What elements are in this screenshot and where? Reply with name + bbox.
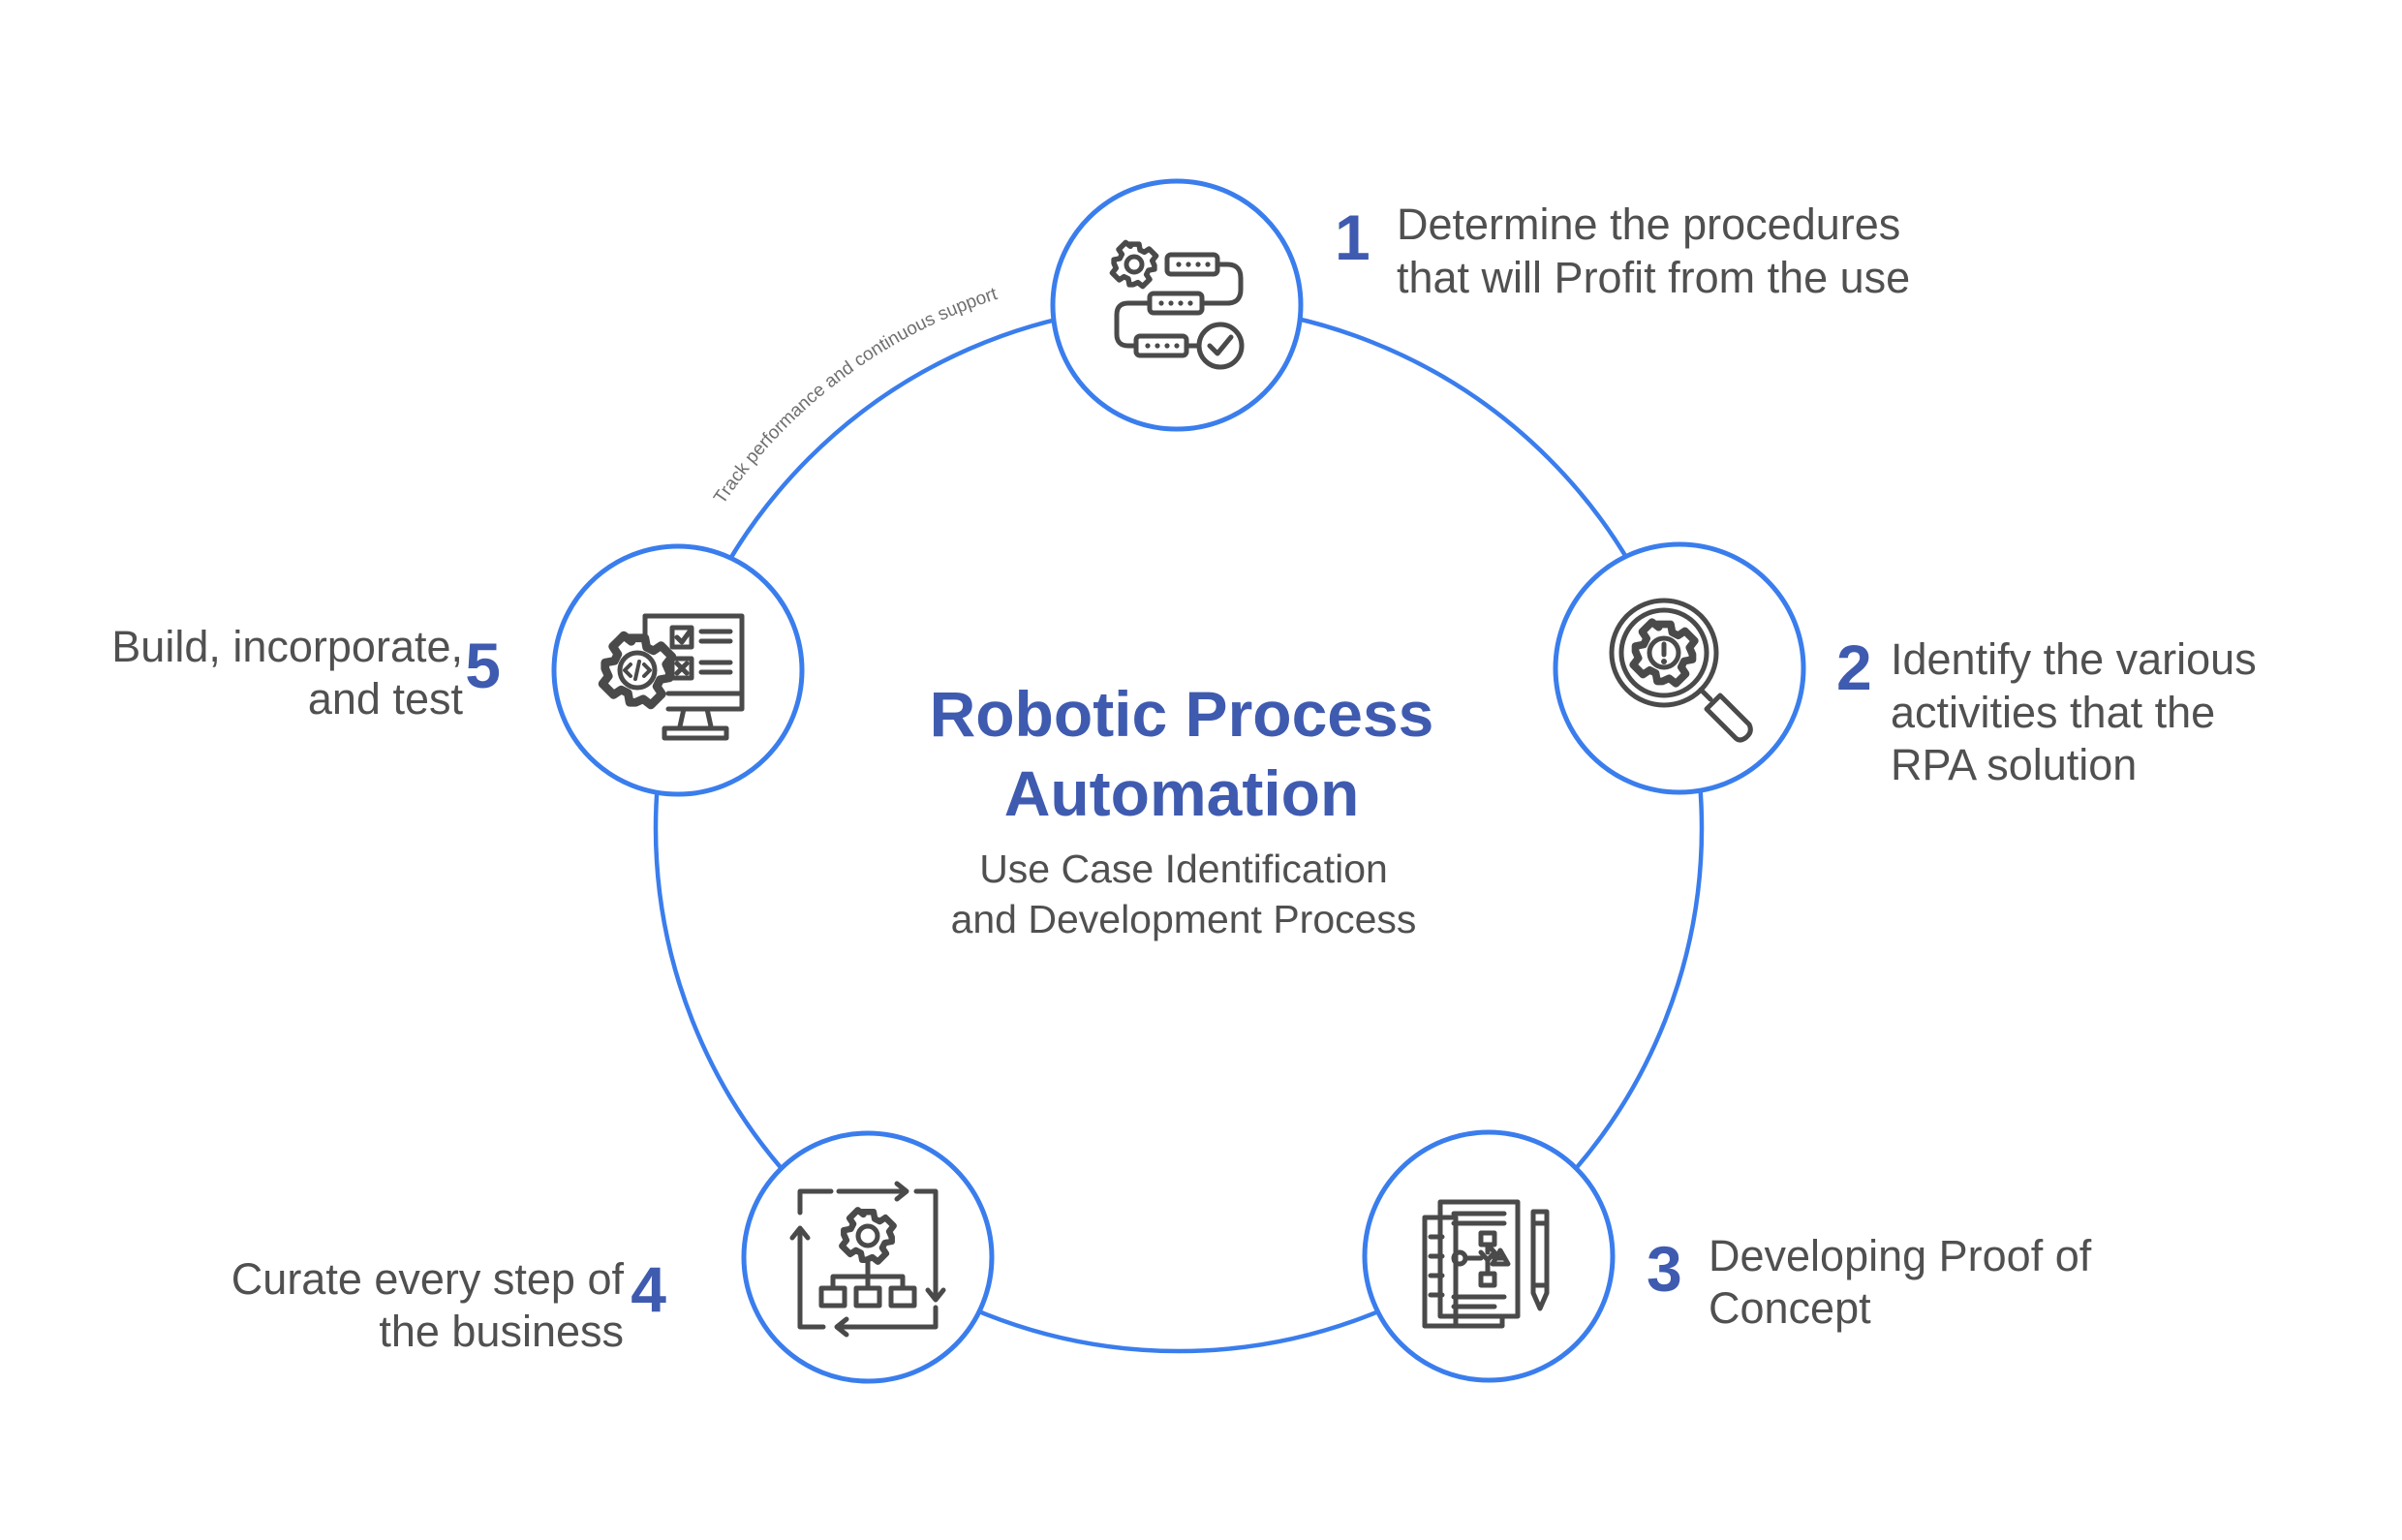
step-2-text-line-3: RPA solution bbox=[1891, 740, 2137, 789]
step-2-number: 2 bbox=[1836, 631, 1872, 703]
process-flow-icon bbox=[1112, 242, 1245, 370]
step-1-text-line-2: that will Profit from the use bbox=[1397, 253, 1910, 302]
arc-label: Track performance and continuous support bbox=[710, 284, 1001, 508]
step-5: 5 Build, incorporate, and test bbox=[111, 543, 805, 797]
subtitle-line-1: Use Case Identification bbox=[979, 847, 1388, 891]
step-1-number: 1 bbox=[1335, 201, 1370, 273]
gear-hierarchy-cycle-icon bbox=[789, 1181, 946, 1338]
step-5-text-line-2: and test bbox=[308, 674, 464, 724]
step-3-number: 3 bbox=[1647, 1233, 1682, 1305]
step-1-node bbox=[1050, 178, 1304, 432]
step-4-text-line-2: the business bbox=[379, 1307, 624, 1356]
monitor-code-checklist-icon bbox=[602, 613, 745, 741]
step-5-number: 5 bbox=[465, 630, 501, 701]
step-2-text-line-1: Identify the various bbox=[1891, 634, 2257, 684]
center-title: Robotic Process Automation Use Case Iden… bbox=[930, 678, 1434, 941]
step-3: 3 Developing Proof of Concept bbox=[1362, 1129, 2092, 1383]
title-line-2: Automation bbox=[1004, 757, 1360, 829]
step-1: 1 Determine the procedures that will Pro… bbox=[1050, 178, 1910, 432]
arc-label-text: Track performance and continuous support bbox=[710, 284, 1001, 508]
subtitle-line-2: and Development Process bbox=[951, 897, 1417, 941]
step-3-text-line-2: Concept bbox=[1709, 1283, 1871, 1333]
title-line-1: Robotic Process bbox=[930, 678, 1434, 750]
step-4-text-line-1: Curate every step of bbox=[231, 1254, 625, 1304]
step-4-number: 4 bbox=[631, 1253, 666, 1325]
step-4: 4 Curate every step of the business bbox=[231, 1130, 995, 1384]
magnifier-gear-icon bbox=[1609, 598, 1753, 743]
step-5-text-line-1: Build, incorporate, bbox=[111, 622, 463, 671]
step-3-text-line-1: Developing Proof of bbox=[1709, 1231, 2092, 1280]
step-1-text-line-1: Determine the procedures bbox=[1397, 200, 1900, 249]
document-flowchart-icon bbox=[1422, 1199, 1550, 1329]
step-2-text-line-2: activities that the bbox=[1891, 688, 2215, 737]
step-2: 2 Identify the various activities that t… bbox=[1553, 541, 2257, 795]
